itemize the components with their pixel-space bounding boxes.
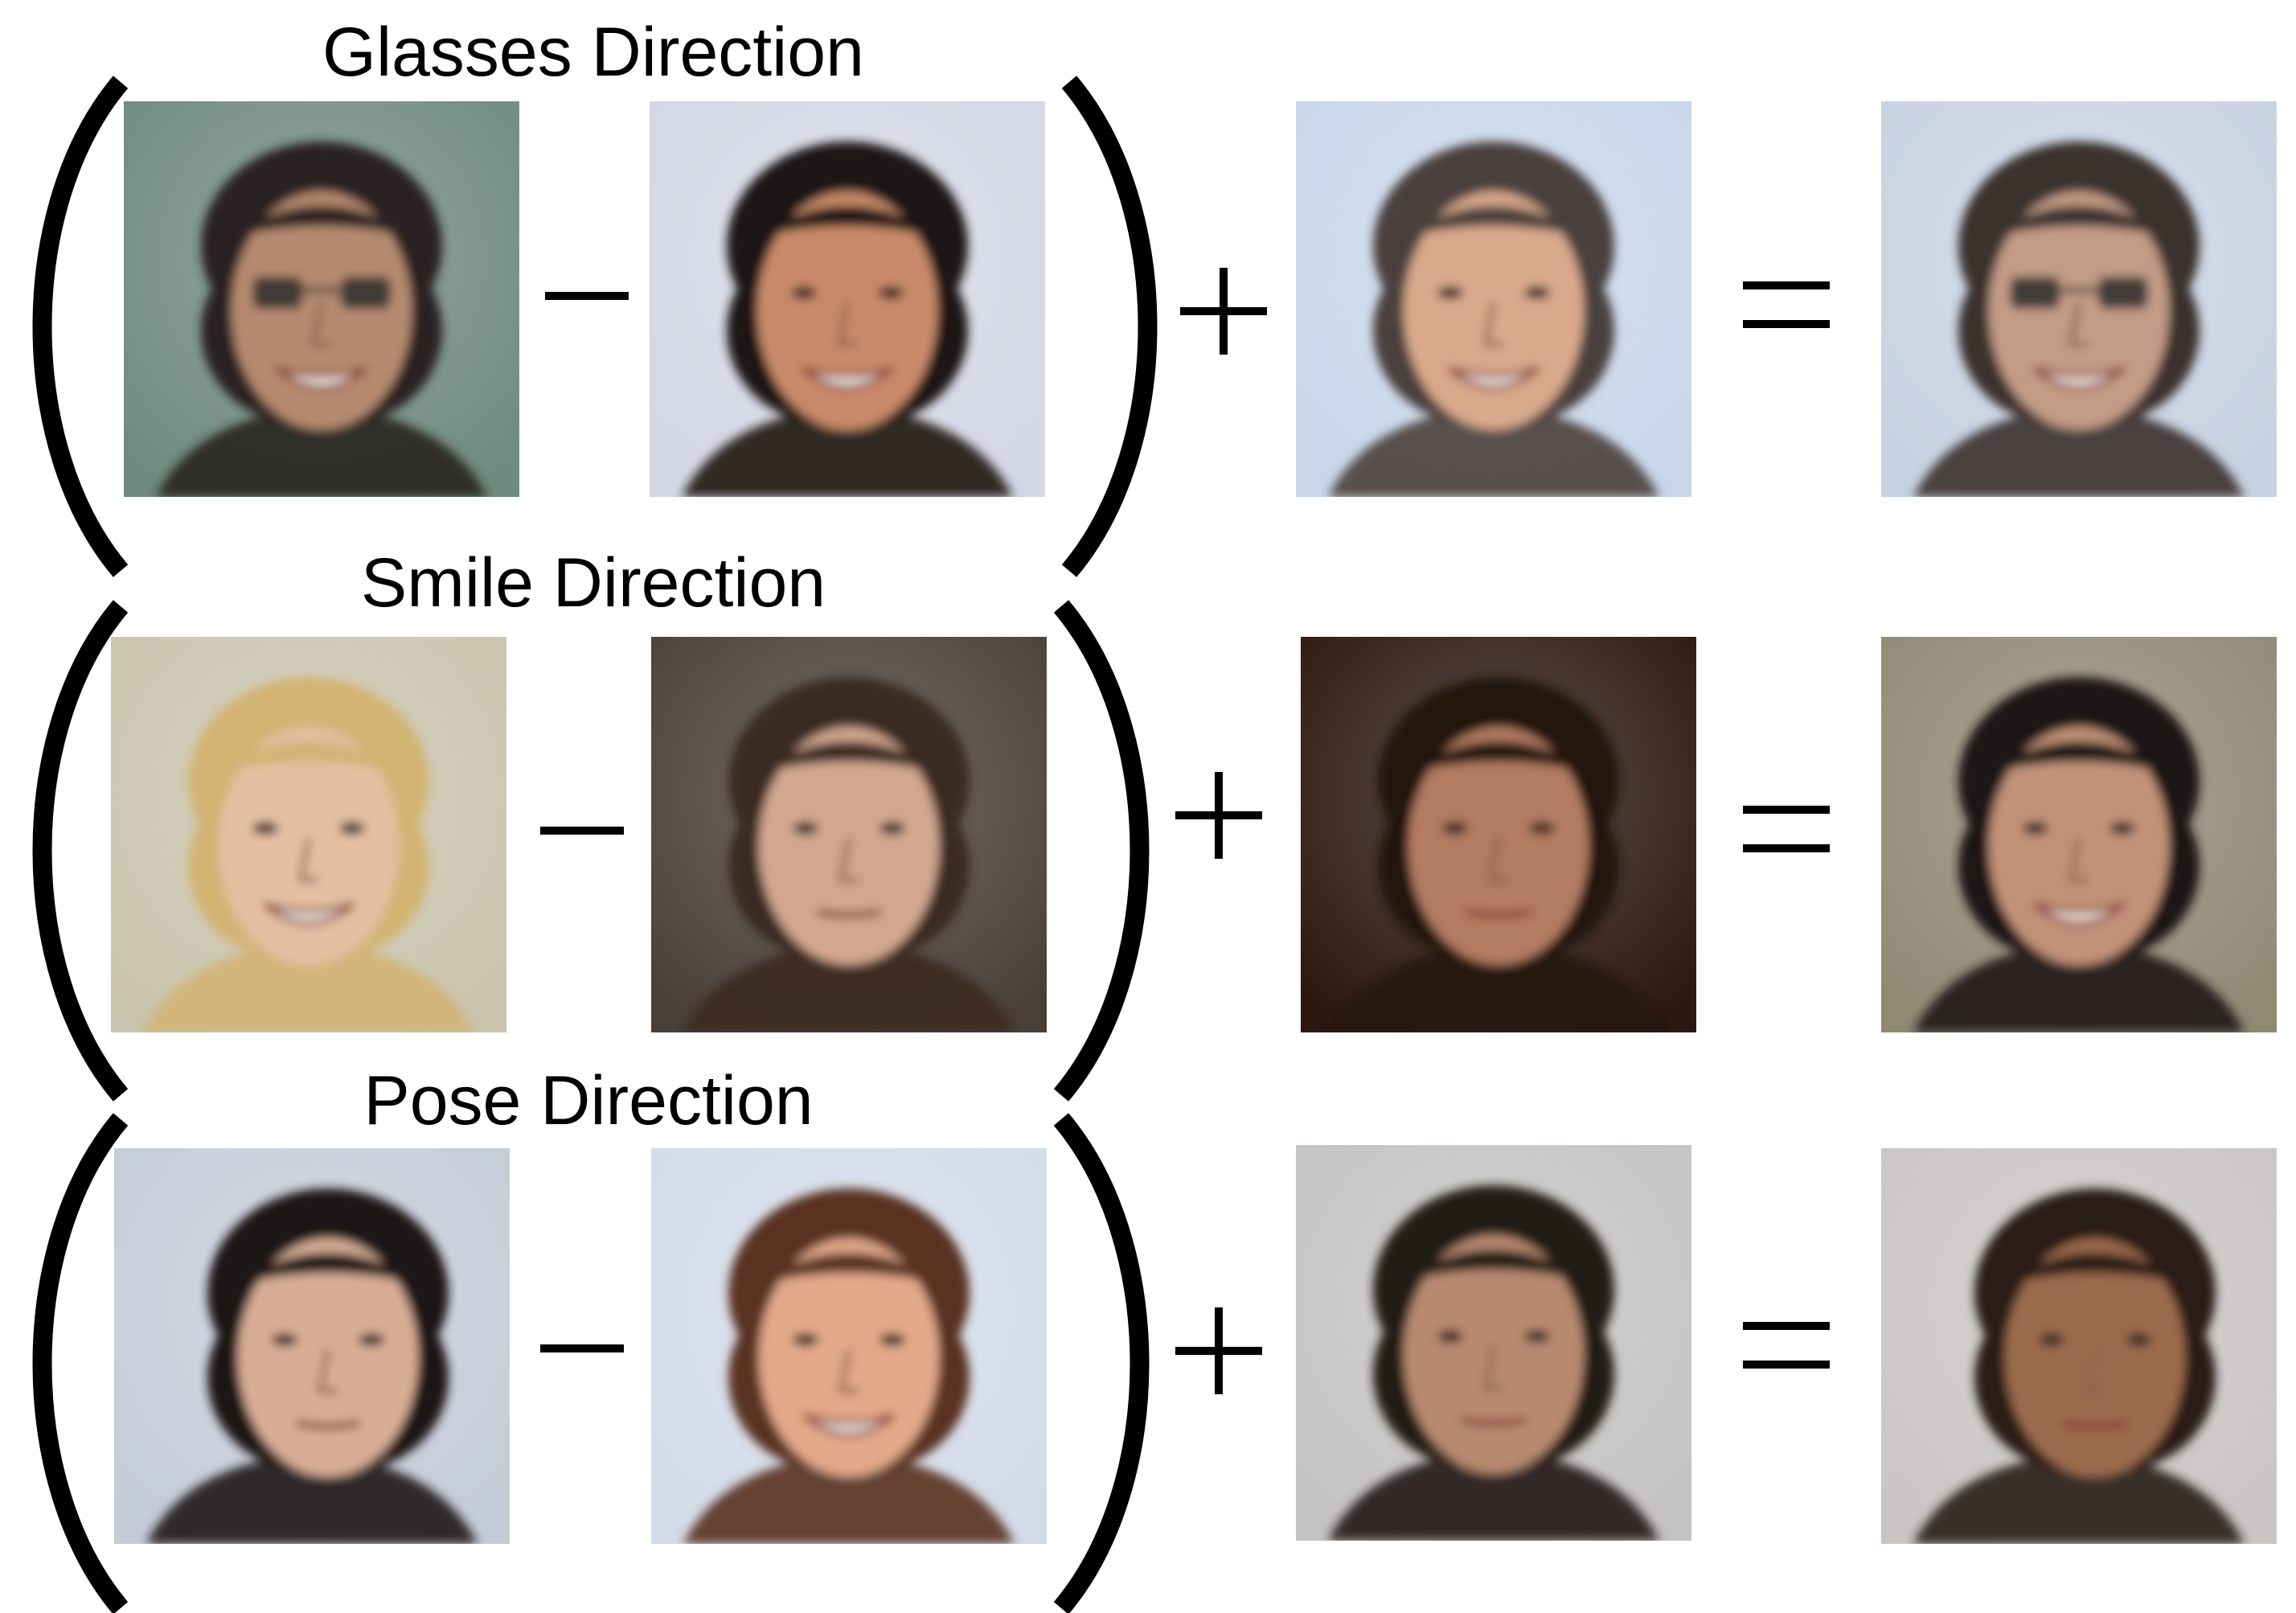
row-3-attribute-absent-image [651, 1148, 1047, 1544]
row-2-open-paren [24, 600, 137, 1102]
row-3-open-paren [24, 1113, 137, 1613]
row-2-query-image [1301, 637, 1696, 1032]
face-woman-turned-icon [114, 1148, 510, 1544]
row-2-plus-sign [1175, 772, 1262, 859]
row-1-attribute-absent-image [650, 101, 1045, 497]
face-man-turned-icon [1881, 1148, 2277, 1544]
row-2-minus-sign [540, 827, 624, 836]
row-2-title: Smile Direction [360, 544, 826, 622]
row-3-plus-sign [1175, 1307, 1262, 1394]
row-3-title: Pose Direction [363, 1062, 814, 1139]
face-woman-sunglasses-icon [1881, 101, 2277, 497]
row-1-minus-sign [545, 292, 629, 302]
row-1-equals-sign [1743, 281, 1830, 330]
row-1-query-image [1296, 101, 1691, 497]
row-2-equals-sign [1743, 806, 1830, 854]
face-man-neutral-icon [1301, 637, 1696, 1032]
face-brunette-neutral-icon [651, 637, 1047, 1032]
row-1-open-paren [24, 76, 137, 577]
row-2-attribute-absent-image [651, 637, 1047, 1032]
row-1-result-image [1881, 101, 2277, 497]
row-1-close-paren [1053, 76, 1166, 577]
row-2-attribute-present-image [111, 637, 506, 1032]
row-3-result-image [1881, 1148, 2277, 1544]
row-3-close-paren [1045, 1113, 1158, 1613]
row-1-plus-sign [1180, 268, 1267, 355]
row-1-attribute-present-image [124, 101, 519, 497]
face-with-glasses-icon [124, 101, 519, 497]
face-smiling-man-icon [650, 101, 1045, 497]
row-3-query-image [1296, 1145, 1691, 1541]
face-man-smiling-icon [1881, 637, 2277, 1032]
face-woman-bangs-icon [1296, 101, 1691, 497]
row-2-close-paren [1045, 600, 1158, 1102]
row-3-minus-sign [540, 1344, 624, 1354]
row-3-attribute-present-image [114, 1148, 510, 1544]
row-3-equals-sign [1743, 1322, 1830, 1370]
face-woman-frontal-icon [651, 1148, 1047, 1544]
face-man-frontal-icon [1296, 1145, 1691, 1541]
face-blonde-smiling-icon [111, 637, 506, 1032]
row-2-result-image [1881, 637, 2277, 1032]
row-1-title: Glasses Direction [322, 14, 864, 91]
